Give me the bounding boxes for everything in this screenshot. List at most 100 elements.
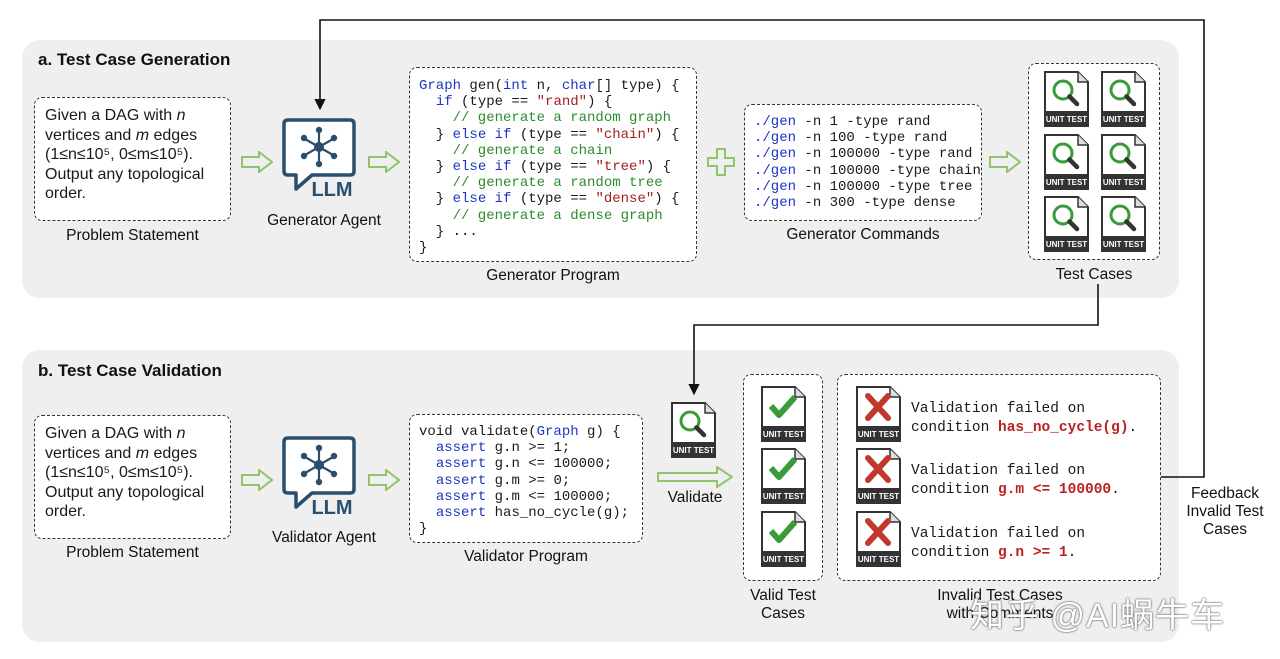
code-line: } else if (type == "chain") {	[419, 126, 680, 143]
feedback-line: Cases	[1203, 521, 1247, 538]
unit-test-label: UNIT TEST	[673, 446, 714, 455]
problem-statement-box: Given a DAG with n vertices and m edges …	[34, 415, 231, 539]
command-line: ./gen -n 100 -type rand	[754, 130, 948, 147]
problem-line-3: (1≤n≤10⁵, 0≤m≤10⁵).	[45, 146, 193, 163]
code-line: // generate a random graph	[419, 110, 672, 127]
cross-icon: UNIT TEST	[854, 447, 902, 510]
unit-test-label: UNIT TEST	[1046, 178, 1087, 187]
generation-title: a. Test Case Generation	[38, 50, 231, 69]
command-line: ./gen -n 100000 -type tree	[754, 178, 973, 195]
validator-program-caption: Validator Program	[464, 548, 588, 565]
unit-test-icon: UNIT TEST	[1099, 195, 1147, 258]
plus-icon	[707, 148, 735, 176]
message-line: condition g.m <= 100000.	[911, 482, 1120, 498]
code-line: assert g.n >= 1;	[435, 440, 571, 457]
arrow-right-icon	[989, 151, 1021, 173]
code-line: // generate a dense graph	[419, 207, 663, 224]
problem-line-2: vertices and m edges	[45, 444, 198, 462]
code-line: } ...	[419, 223, 478, 240]
problem-statement-caption: Problem Statement	[66, 544, 199, 561]
caption-line: Valid Test	[750, 587, 816, 604]
generator-commands-caption: Generator Commands	[786, 226, 940, 243]
generator-program-caption: Generator Program	[486, 267, 620, 284]
unit-test-label: UNIT TEST	[1103, 240, 1144, 249]
problem-statement-box: Given a DAG with n vertices and m edges …	[34, 97, 231, 221]
problem-line-5: order.	[45, 503, 86, 520]
unit-test-label: UNIT TEST	[1103, 178, 1144, 187]
unit-test-icon: UNIT TEST	[669, 401, 717, 464]
unit-test-label: UNIT TEST	[858, 492, 899, 501]
message-line: Validation failed on	[911, 463, 1086, 479]
problem-statement-caption: Problem Statement	[66, 227, 199, 244]
problem-line-1: Given a DAG with n	[45, 425, 186, 442]
unit-test-label: UNIT TEST	[1046, 240, 1087, 249]
code-line: // generate a random tree	[419, 175, 663, 192]
code-line: // generate a chain	[419, 142, 613, 159]
problem-line-3: (1≤n≤10⁵, 0≤m≤10⁵).	[45, 464, 193, 481]
check-icon: UNIT TEST	[759, 385, 807, 448]
watermark: 知乎 @AI蜗牛车	[970, 597, 1226, 635]
arrow-right-icon	[241, 469, 273, 491]
validate-label: Validate	[667, 489, 723, 506]
unit-test-icon: UNIT TEST	[1099, 133, 1147, 196]
problem-line-5: order.	[45, 185, 86, 202]
unit-test-icon: UNIT TEST	[1042, 70, 1090, 133]
code-line: Graph gen(int n, char[] type) {	[419, 78, 680, 94]
check-icon: UNIT TEST	[759, 510, 807, 573]
validation-title: b. Test Case Validation	[38, 361, 222, 380]
code-line: assert g.m <= 100000;	[435, 488, 613, 505]
valid-test-cases-caption: Valid Test Cases	[733, 587, 833, 623]
check-icon: UNIT TEST	[759, 447, 807, 510]
unit-test-label: UNIT TEST	[1103, 115, 1144, 124]
command-line: ./gen -n 300 -type dense	[754, 195, 956, 212]
problem-line-4: Output any topological	[45, 165, 205, 183]
caption-line: Invalid Test Cases	[937, 587, 1063, 604]
validator-program-code: void validate(Graph g) { assert g.n >= 1…	[419, 424, 642, 537]
arrow-right-icon	[368, 469, 400, 491]
command-line: ./gen -n 1 -type rand	[754, 114, 931, 130]
unit-test-icon: UNIT TEST	[1042, 133, 1090, 196]
problem-line-4: Output any topological	[45, 483, 205, 501]
message-line: condition has_no_cycle(g).	[911, 420, 1138, 436]
unit-test-label: UNIT TEST	[763, 430, 804, 439]
arrow-right-icon	[368, 151, 400, 173]
command-line: ./gen -n 100000 -type chain	[754, 162, 981, 179]
code-line: assert g.n <= 100000;	[435, 456, 613, 473]
code-line: }	[419, 240, 428, 257]
llm-agent-icon: LLM	[282, 436, 356, 519]
test-cases-caption: Test Cases	[1055, 266, 1133, 283]
llm-label: LLM	[311, 179, 352, 201]
generator-program-box: Graph gen(int n, char[] type) { if (type…	[409, 67, 697, 262]
message-line: Validation failed on	[911, 401, 1086, 417]
validator-program-box: void validate(Graph g) { assert g.n >= 1…	[409, 414, 643, 543]
validator-agent-caption: Validator Agent	[272, 529, 376, 546]
code-line: }	[419, 521, 428, 538]
code-line: } else if (type == "tree") {	[419, 159, 672, 176]
unit-test-label: UNIT TEST	[763, 555, 804, 564]
invalid-test-cases-caption: Invalid Test Cases with Comments	[900, 587, 1100, 623]
cross-icon: UNIT TEST	[854, 385, 902, 448]
feedback-line: Feedback	[1190, 485, 1260, 502]
failed-condition: g.n >= 1	[998, 545, 1068, 561]
unit-test-label: UNIT TEST	[763, 492, 804, 501]
generator-commands-box: ./gen -n 1 -type rand./gen -n 100 -type …	[744, 104, 982, 221]
code-line: if (type == "rand") {	[435, 94, 613, 111]
problem-line-1: Given a DAG with n	[45, 107, 186, 124]
problem-line-2: vertices and m edges	[45, 126, 198, 144]
code-line: } else if (type == "dense") {	[419, 191, 680, 208]
generator-program-code: Graph gen(int n, char[] type) { if (type…	[419, 78, 696, 256]
caption-line: Cases	[761, 605, 805, 622]
code-line: assert has_no_cycle(g);	[435, 505, 630, 522]
validation-message: Validation failed on condition g.m <= 100…	[911, 462, 1120, 500]
unit-test-label: UNIT TEST	[858, 555, 899, 564]
code-line: assert g.m >= 0;	[435, 472, 571, 489]
generator-agent-caption: Generator Agent	[267, 212, 381, 229]
validation-message: Validation failed on condition has_no_cyc…	[911, 400, 1137, 438]
failed-condition: g.m <= 100000	[998, 482, 1112, 498]
llm-agent-icon: LLM	[282, 118, 356, 201]
message-line: condition g.n >= 1.	[911, 545, 1077, 561]
code-line: void validate(Graph g) {	[419, 424, 621, 440]
